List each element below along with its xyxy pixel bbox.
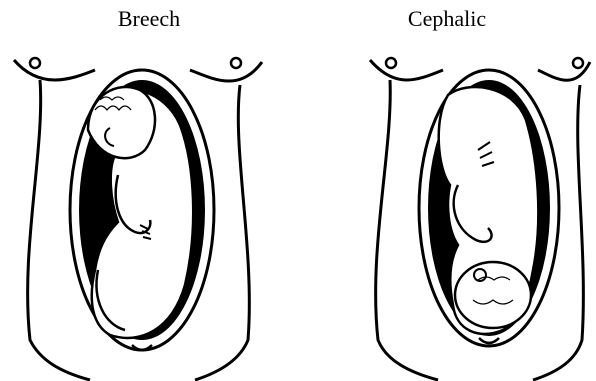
breech-illustration	[0, 0, 298, 381]
torso-left-side	[376, 80, 438, 380]
right-nipple	[573, 58, 583, 68]
cephalic-panel: Cephalic	[298, 0, 596, 381]
fetus-head	[455, 262, 531, 328]
left-nipple	[386, 58, 396, 68]
breech-panel: Breech	[0, 0, 298, 381]
cervix	[479, 338, 499, 343]
left-nipple	[30, 58, 40, 68]
right-nipple	[231, 58, 241, 68]
cephalic-illustration	[298, 0, 596, 381]
